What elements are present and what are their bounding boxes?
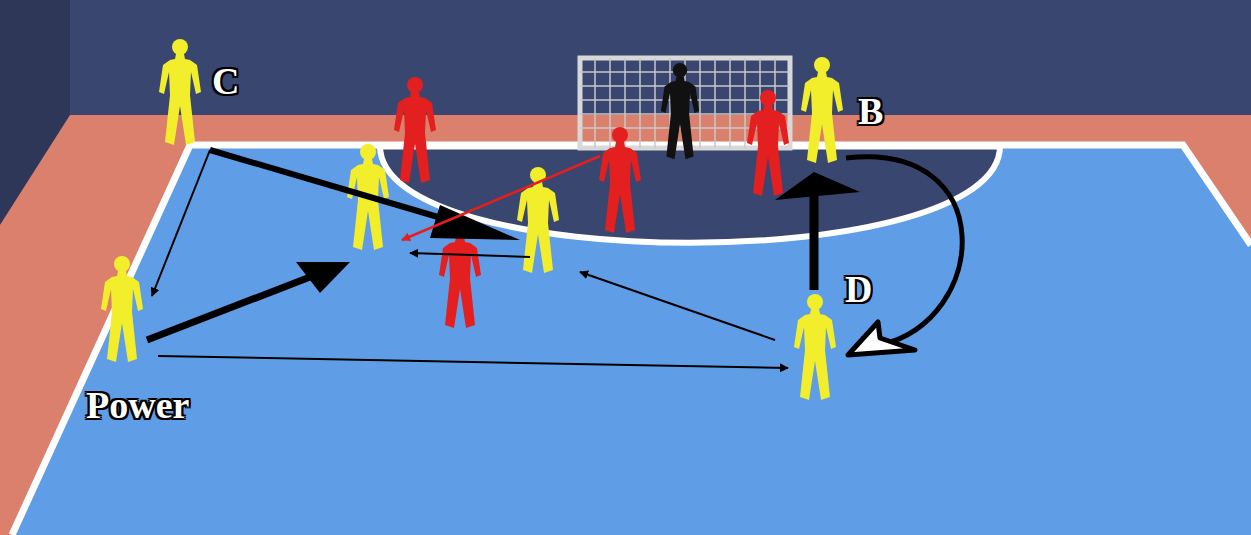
player-label: D (845, 270, 872, 308)
movement-arrows (147, 150, 962, 368)
player-label: C (212, 62, 239, 100)
player-label: B (858, 92, 883, 130)
players (101, 39, 843, 400)
player-label: Power (86, 386, 189, 424)
